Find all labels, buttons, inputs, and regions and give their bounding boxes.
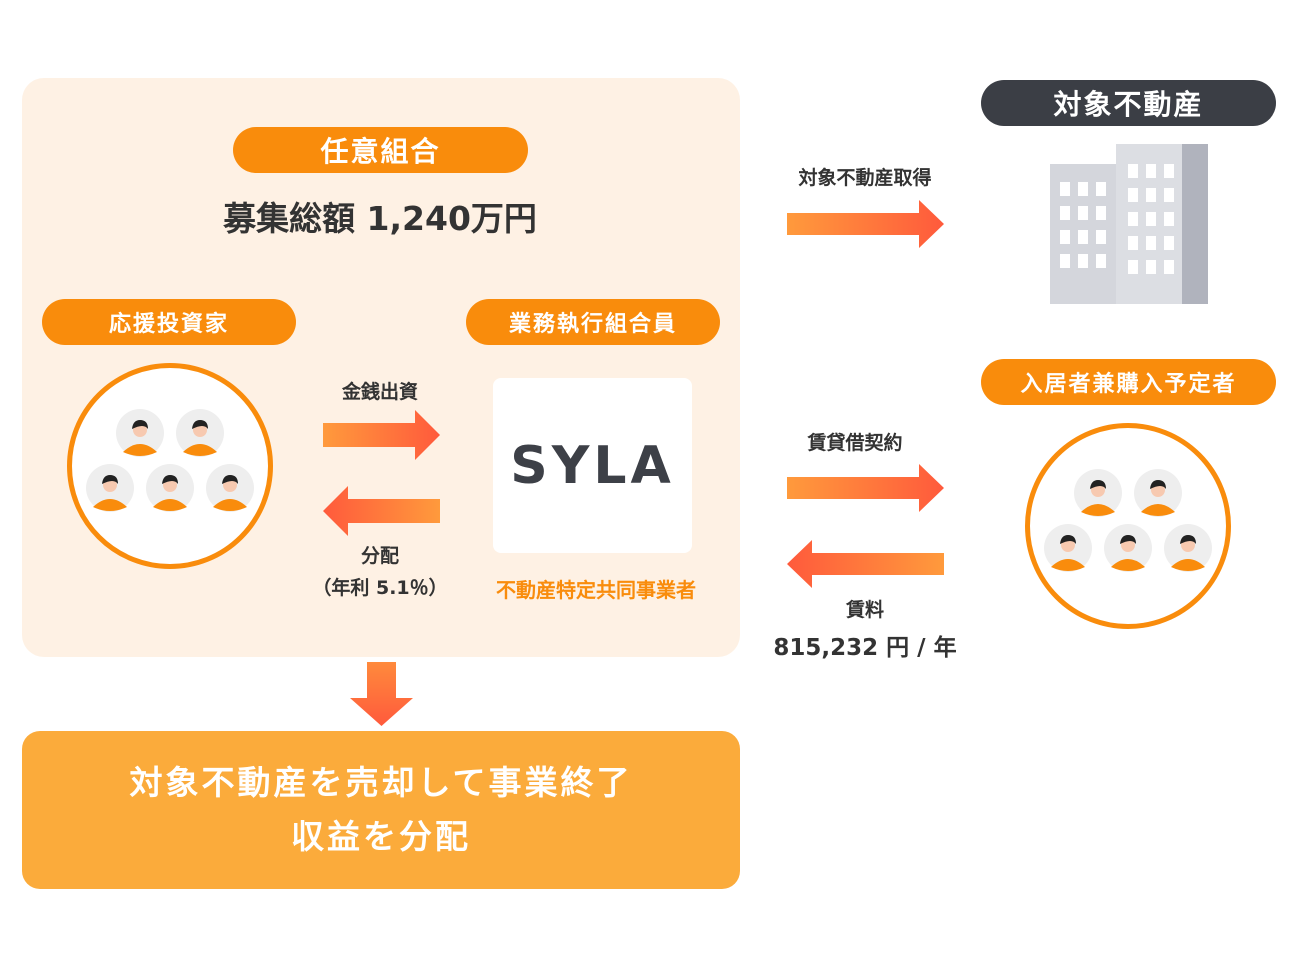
- building-icon: [1050, 144, 1208, 304]
- people-icon: [86, 409, 254, 512]
- arrow-right-icon: [323, 410, 440, 460]
- money-investment-label: 金銭出資: [341, 381, 418, 403]
- tenants-badge: 入居者兼購入予定者: [981, 359, 1276, 405]
- arrow-left-icon: [787, 540, 944, 588]
- rent-amount: 815,232 円 / 年: [773, 635, 957, 661]
- arrow-down-icon: [350, 662, 413, 726]
- union-title-badge: 任意組合: [233, 127, 528, 173]
- lease-contract-label: 賃貸借契約: [807, 432, 903, 454]
- arrow-left-icon: [323, 486, 440, 536]
- company-role: 不動産特定共同事業者: [496, 578, 696, 602]
- distribution-rate: （年利 5.1％）: [312, 577, 448, 599]
- arrow-right-icon: [787, 200, 944, 248]
- property-badge: 対象不動産: [981, 80, 1276, 126]
- syla-logo: SYLA: [493, 378, 692, 553]
- rent-label: 賃料: [845, 599, 884, 621]
- result-line-1: 対象不動産を売却して事業終了: [129, 763, 633, 802]
- result-box: 対象不動産を売却して事業終了 収益を分配: [22, 731, 740, 889]
- tenants-group: [1025, 423, 1231, 629]
- result-line-2: 収益を分配: [291, 817, 471, 856]
- distribution-label: 分配: [360, 545, 399, 567]
- investors-badge: 応援投資家: [42, 299, 296, 345]
- acquire-label: 対象不動産取得: [798, 167, 932, 189]
- executive-member-badge: 業務執行組合員: [466, 299, 720, 345]
- investors-group: [67, 363, 273, 569]
- total-amount: 募集総額 1,240万円: [223, 199, 537, 238]
- people-icon: [1044, 469, 1212, 572]
- arrow-right-icon: [787, 464, 944, 512]
